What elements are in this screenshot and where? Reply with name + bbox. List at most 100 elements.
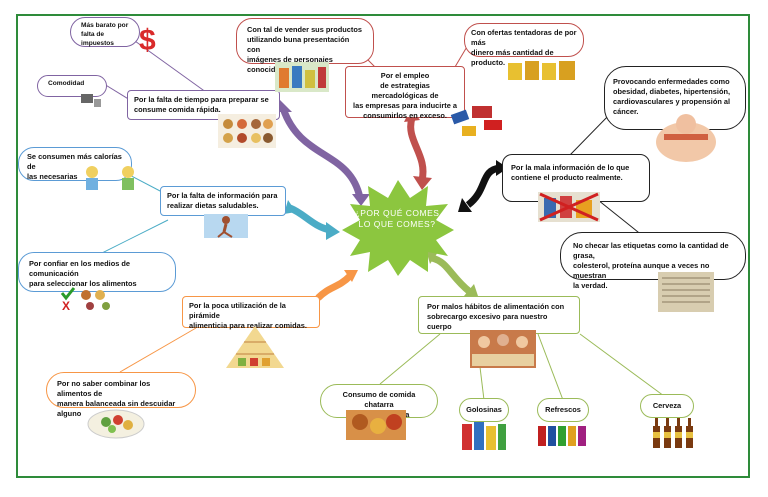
node-calories: Se consumen más calorías de las necesari… [18,147,132,181]
node-text: cáncer. [613,106,639,116]
node-text: colesterol, proteína aunque a veces no m… [573,260,710,280]
node-text: Por no saber combinar los alimentos de [57,379,151,398]
beer-bottles-icon [650,414,698,450]
node-text: Por malos hábitos de alimentación con [427,302,565,311]
arrow-green [430,254,473,295]
candy-icon [460,420,508,452]
soda-cans-icon [536,422,592,448]
node-beer: Cerveza [640,394,694,418]
node-text: Por el empleo [380,71,430,80]
node-text: Comodidad [48,80,85,87]
node-text: obesidad, diabetes, hipertensión, [613,86,731,96]
center-star [342,180,454,276]
node-text: Por la falta de tiempo para preparar se [134,95,269,104]
node-offers: Con ofertas tentadoras de por más dinero… [464,23,584,67]
node-text: manera balanceada sin descuidar alguno [57,398,176,418]
dollar-sign-icon: $ [136,24,164,57]
node-text: alimenticia para realizar comidas. [189,320,307,330]
node-candy: Golosinas [459,398,509,422]
node-text: Con ofertas tentadoras de por más [471,28,577,47]
node-text: Refrescos [545,405,581,414]
arrow-green-head-end [464,284,478,296]
node-text: para seleccionar los alimentos [29,278,137,288]
label-icon [658,272,714,312]
sick-person-icon [652,110,720,164]
node-text: la verdad. [573,280,608,290]
connector-soda [537,333,564,401]
node-text: Se consumen más calorías de [27,152,122,171]
node-text: dinero más cantidad de producto. [471,47,554,67]
arrow-blue [288,204,331,234]
node-text: Golosinas [466,405,502,414]
node-text: las empresas para inducirte a [353,100,457,110]
kids-icon [78,164,144,196]
connector-diseases [569,111,613,156]
node-lack-info: Por la falta de información para realiza… [160,186,286,216]
popcorn-icon [506,57,578,81]
arrow-blue-head-end [326,222,340,240]
node-text: Más barato por [81,22,129,29]
node-text: Consumo de comida chatarra [342,390,416,409]
node-text: falta de impuestos [81,30,114,47]
node-text: Por la poca utilización de la pirámide [189,301,286,320]
connector-comfort [103,83,131,101]
node-text: consume comida rápida. [134,104,221,114]
node-text: imágenes de personajes conocidos [247,54,333,74]
arrow-orange-head-end [344,270,358,282]
crossed-food-icon [538,192,600,222]
junk-food-icon [346,410,406,440]
media-food-icon: X [60,285,120,313]
node-text: Por la falta de información para [167,191,278,200]
arrow-purple [279,106,364,199]
central-question-line: COMES LO [358,208,440,230]
node-soda: Refrescos [537,398,589,422]
arrow-black [465,164,501,208]
node-pyramid: Por la poca utilización de la pirámide a… [182,296,320,330]
node-media: Por confiar en los medios de comunicació… [18,252,176,292]
node-habits: Por malos hábitos de alimentación con so… [418,296,580,334]
node-sell: Con tal de vender sus productos utilizan… [236,18,374,74]
central-question-line: ¿POR QUÉ [354,208,403,218]
salad-icon [86,404,146,440]
pyramid-icon [224,324,286,370]
fast-food-icon [218,114,276,148]
svg-text:$: $ [139,24,156,54]
node-text: consumirlos en exceso. [363,110,447,120]
node-text: de estrategias mercadológicas de [371,80,439,100]
connector-cheap [127,35,211,96]
connector-junk [379,333,441,385]
node-time: Por la falta de tiempo para preparar se … [127,90,280,120]
arrow-purple-head-end [352,194,370,206]
node-text: sobrecargo excesivo para nuestro cuerpo [427,311,548,331]
node-text: contiene el producto realmente. [511,172,623,182]
arrow-green-head-start [426,250,438,264]
connector-beer [579,333,665,397]
connector-combine [119,327,197,373]
node-text: realizar dietas saludables. [167,200,259,210]
node-text: cardiovasculares y propensión al [613,96,731,106]
node-text: utilizando buna presentación con [247,34,350,54]
node-text: No checar las etiquetas como la cantidad… [573,241,729,260]
node-text: las necesarias [27,171,78,181]
central-question-line: QUE COMES? [373,219,436,230]
arrow-orange [315,273,353,301]
characters-products-icon [275,62,329,92]
node-text: Con tal de vender sus productos [247,25,362,34]
runner-icon [204,214,248,238]
node-text: Por confiar en los medios de comunicació… [29,259,131,278]
node-text: Cerveza [652,401,682,410]
tv-couch-icon [80,92,102,108]
node-labels: No checar las etiquetas como la cantidad… [560,232,746,290]
central-question: ¿POR QUÉ COMES LO QUE COMES? [352,208,442,231]
node-text: Por la mala información de lo que [511,163,630,172]
node-text: Provocando enfermedades como [613,77,730,86]
arrow-blue-head-start [284,200,296,214]
arrow-black-head-end [458,198,472,212]
node-marketing: Por el empleo de estrategias mercadológi… [345,66,465,120]
node-diseases: Provocando enfermedades como obesidad, d… [604,66,746,130]
svg-text:X: X [62,299,70,311]
node-comfort: Comodidad [37,75,107,97]
arrow-red-head-end [413,176,432,190]
connector-media [95,219,169,257]
